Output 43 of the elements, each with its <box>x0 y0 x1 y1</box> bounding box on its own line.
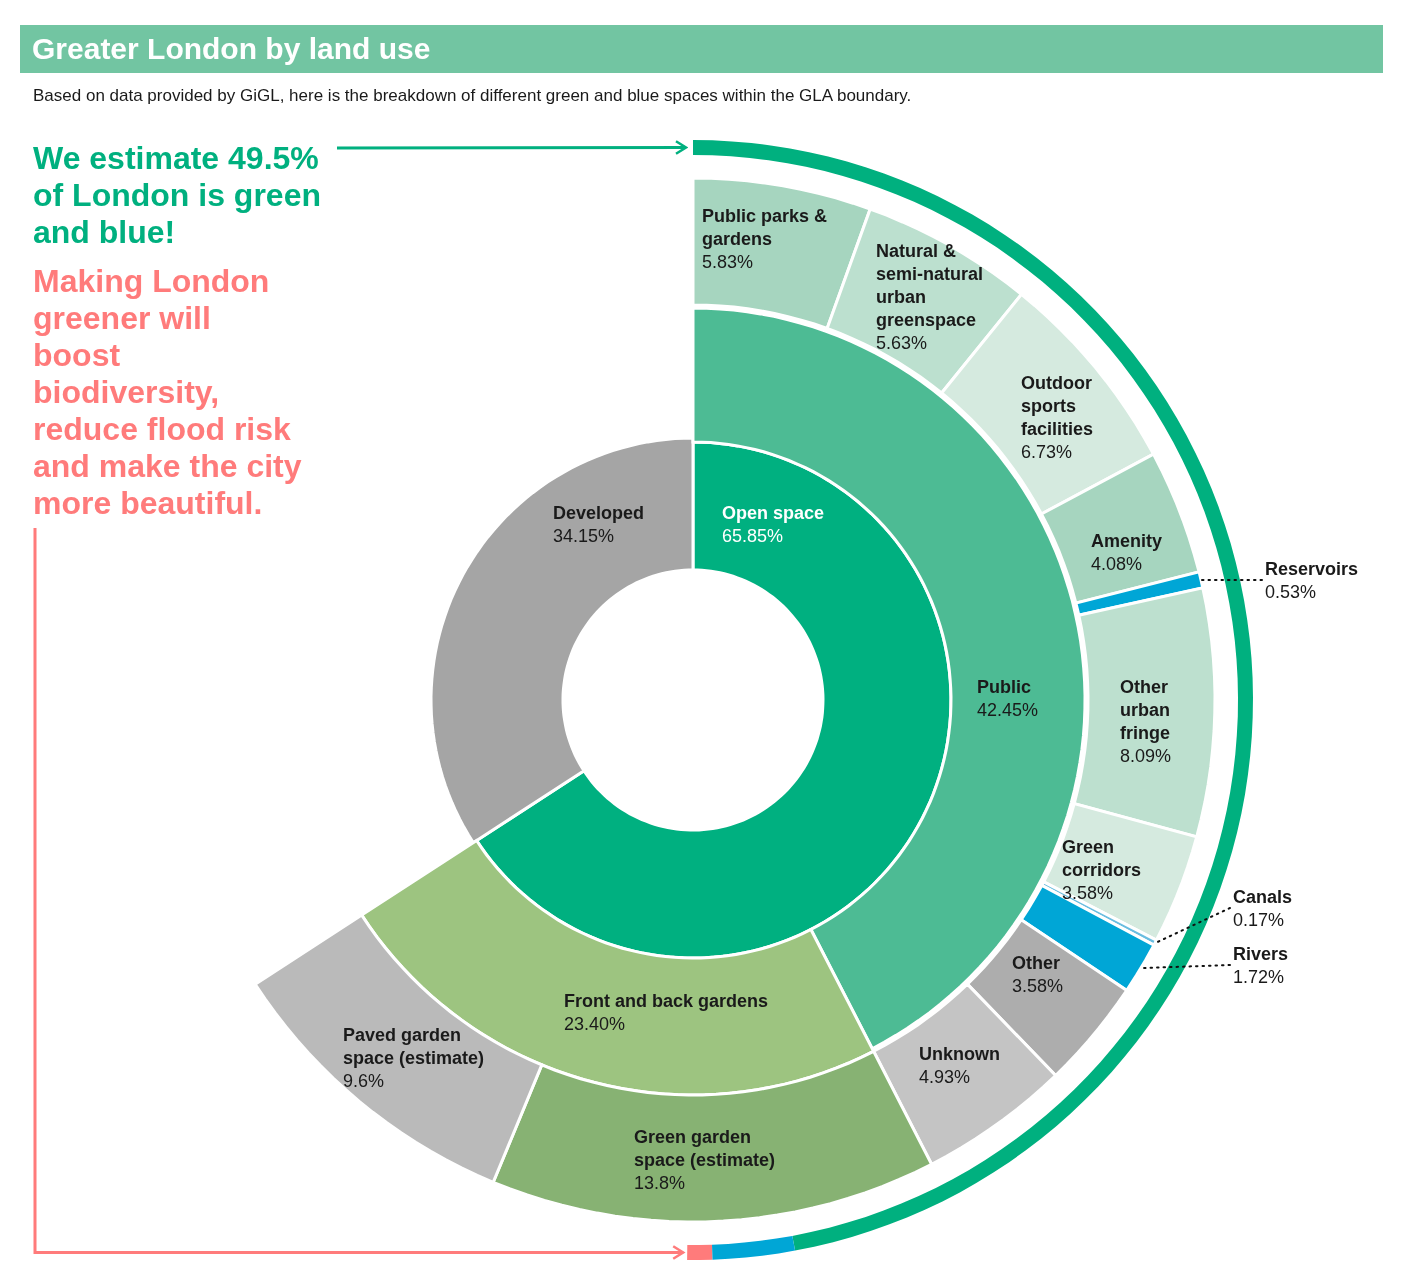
percent-label: 65.85% <box>722 525 784 548</box>
leader-line <box>1155 907 1231 944</box>
segment-label: Public <box>977 676 1031 699</box>
title-banner: Greater London by land use <box>20 25 1383 73</box>
percent-label: 5.63% <box>876 332 928 355</box>
segment-label: Paved garden space (estimate) <box>343 1024 486 1070</box>
segment-label: Open space <box>722 502 825 525</box>
percent-label: 0.17% <box>1233 909 1286 932</box>
leader-line <box>1140 964 1231 970</box>
segment-label: Rivers <box>1233 943 1289 966</box>
percent-label: 8.09% <box>1120 745 1172 768</box>
leader-line <box>1201 578 1263 581</box>
segment-label: Amenity <box>1091 530 1162 553</box>
segment-label: Green garden space (estimate) <box>634 1126 777 1172</box>
segment-label: Natural & semi-natural urban greenspace <box>876 240 985 332</box>
segment-label: Reservoirs <box>1265 558 1359 581</box>
arrow <box>33 528 685 1260</box>
percent-label: 42.45% <box>977 699 1039 722</box>
percent-label: 0.53% <box>1265 581 1318 604</box>
percent-label: 34.15% <box>553 525 615 548</box>
segment-label: Developed <box>553 502 645 525</box>
segment-label: Canals <box>1233 886 1293 909</box>
segment-label: Other <box>1012 952 1060 975</box>
arrow <box>337 140 688 155</box>
segment-label: Front and back gardens <box>564 990 769 1013</box>
percent-label: 23.40% <box>564 1013 626 1036</box>
percent-label: 3.58% <box>1012 975 1064 998</box>
percent-label: 6.73% <box>1021 441 1073 464</box>
segment-label: Outdoor sports facilities <box>1021 372 1095 441</box>
percent-label: 3.58% <box>1062 882 1114 905</box>
callout-text: Making London greener will boost biodiversity, reduce flood risk and make the city more beautiful. <box>33 263 303 522</box>
segment-label: Other urban fringe <box>1120 676 1171 745</box>
segment-label: Green corridors <box>1062 836 1143 882</box>
percent-label: 13.8% <box>634 1172 686 1195</box>
segment-label: Unknown <box>919 1043 1000 1066</box>
percent-label: 4.93% <box>919 1066 971 1089</box>
subtitle: Based on data provided by GiGL, here is the breakdown of different green and blue spaces within the GLA boundary. <box>33 86 912 106</box>
percent-label: 1.72% <box>1233 966 1286 989</box>
percent-label: 4.08% <box>1091 553 1143 576</box>
percent-label: 9.6% <box>343 1070 385 1093</box>
percent-label: 5.83% <box>702 251 754 274</box>
callout-text: We estimate 49.5% of London is green and blue! <box>33 140 333 251</box>
segment-label: Public parks & gardens <box>702 205 829 251</box>
